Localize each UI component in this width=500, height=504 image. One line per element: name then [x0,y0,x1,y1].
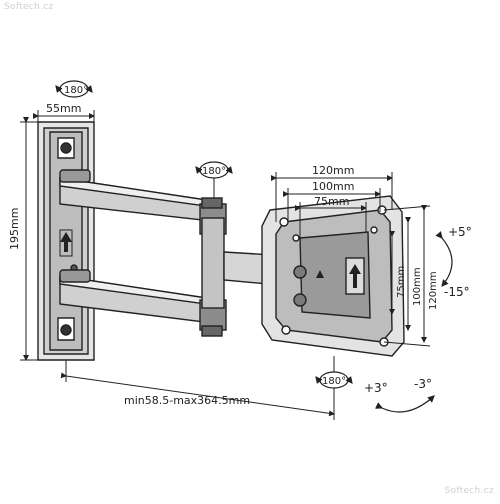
watermark-top: Softech.cz [4,2,54,12]
mid-rotation-label: 180° [202,166,226,177]
tilt-down-label: -15° [444,285,470,299]
bottom-rotation-label: 180° [322,376,346,387]
vesa-height-100-label: 100mm [412,267,423,306]
wall-plate [37,121,95,361]
plate-width-dimension [33,110,95,122]
vesa-width-dimensions [271,172,393,238]
top-rotation-label: 180° [64,85,88,96]
swivel-positive-label: +3° [364,381,388,395]
vesa-width-120-label: 120mm [312,164,354,177]
watermark-bottom: Softech.cz [444,486,494,496]
vesa-plate [261,195,405,357]
vesa-width-100-label: 100mm [312,180,354,193]
vesa-width-75-label: 75mm [314,195,349,208]
top-rotation-indicator [55,80,93,98]
swivel-indicator [375,395,435,413]
extension-dimension [60,360,335,420]
swivel-negative-label: -3° [414,377,432,391]
extension-label: min58.5-max364.5mm [124,394,250,407]
plate-height-label: 195mm [8,208,21,250]
plate-width-label: 55mm [46,102,81,115]
plate-height-dimension [20,117,38,361]
vesa-height-75-label: 75mm [396,266,407,298]
mid-rotation-indicator [195,161,233,198]
vesa-height-120-label: 120mm [428,271,439,310]
tilt-up-label: +5° [448,225,472,239]
vesa-height-dimensions [383,205,431,347]
tilt-indicator [435,231,453,287]
